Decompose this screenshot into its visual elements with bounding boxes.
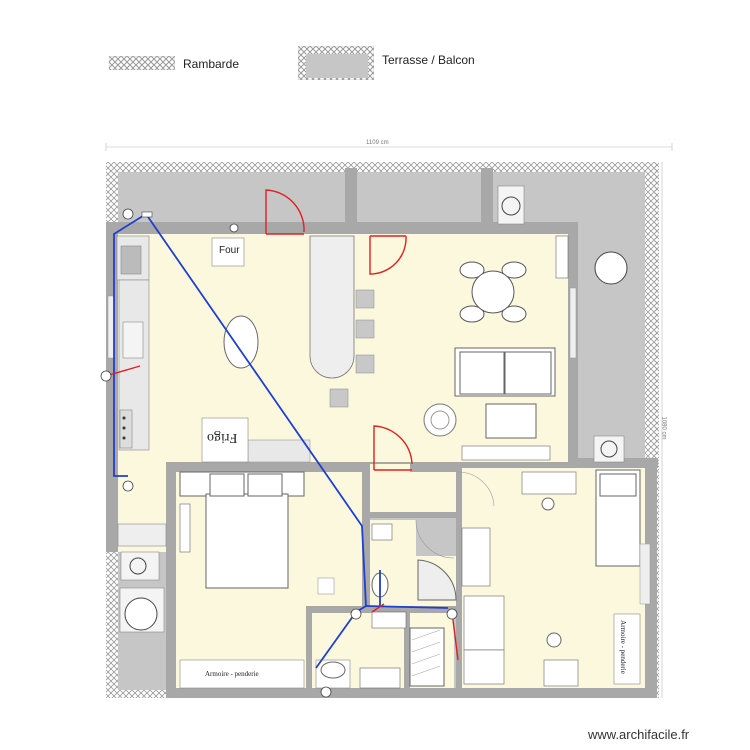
fridge xyxy=(201,417,249,463)
wardrobe-left xyxy=(179,659,305,689)
doors xyxy=(265,189,413,471)
wardrobe-right-label: Armoire - penderie xyxy=(618,620,627,674)
wardrobe-left-label: Armoire - penderie xyxy=(205,670,259,678)
width-dimension-label: 1109 cm xyxy=(366,140,389,146)
wardrobe-right xyxy=(613,613,641,685)
bed-left xyxy=(179,471,305,589)
kitchen-island xyxy=(309,235,355,379)
oven xyxy=(211,237,245,267)
sofa xyxy=(454,347,556,397)
oven-label: Four xyxy=(219,245,240,256)
plumbing-lines xyxy=(113,213,449,669)
legend-terrace-swatch xyxy=(298,46,374,80)
legend-railing-label: Rambarde xyxy=(183,57,240,71)
bed-right xyxy=(595,469,641,567)
kitchen-counter xyxy=(116,235,150,451)
oval-table xyxy=(223,315,259,369)
outlets xyxy=(100,208,458,698)
dining-table xyxy=(459,261,527,323)
fridge-label: Frigo xyxy=(207,430,238,445)
shower xyxy=(417,559,457,601)
legend-terrace-label: Terrasse / Balcon xyxy=(382,53,475,67)
watermark: www.archifacile.fr xyxy=(588,727,690,742)
legend-railing-swatch xyxy=(109,56,175,70)
dimension-lines xyxy=(105,143,673,698)
